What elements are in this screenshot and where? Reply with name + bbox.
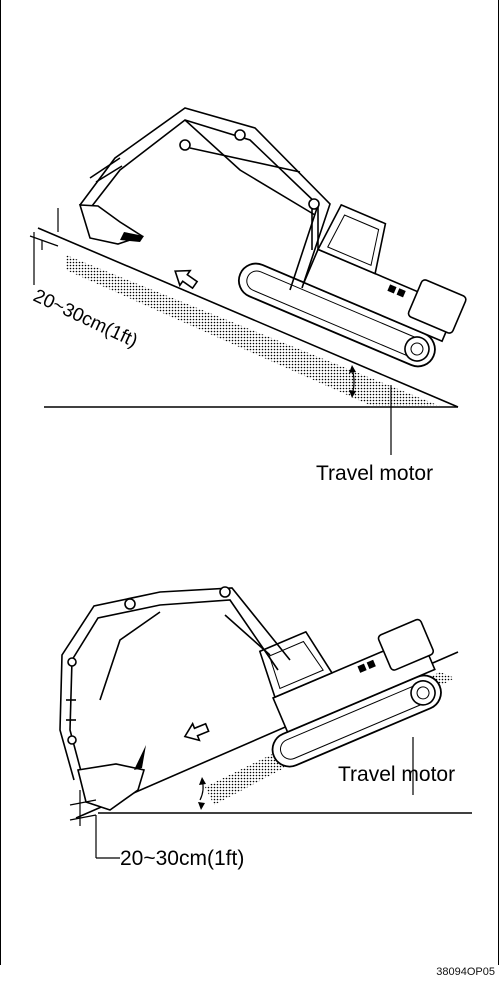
upper-travel-motor-icon — [404, 336, 430, 362]
lower-excavator — [258, 618, 442, 768]
upper-slope-line — [37, 227, 459, 408]
upper-scene: 20~30cm(1ft) Travel motor — [29, 107, 467, 485]
lower-travel-motor-label: Travel motor — [338, 763, 455, 786]
upper-ground-hatch — [66, 255, 440, 406]
upper-boom-arm — [79, 107, 331, 291]
lower-travel-motor-icon — [410, 680, 436, 706]
lower-scene: 20~30cm(1ft) Travel motor — [59, 586, 472, 870]
lower-bucket — [77, 763, 146, 811]
upper-travel-motor-label: Travel motor — [316, 462, 433, 485]
direction-arrow-icon — [174, 269, 199, 290]
lower-dimension-label: 20~30cm(1ft) — [120, 847, 244, 870]
upper-dimension-marker — [29, 208, 59, 285]
lower-dimension-marker — [69, 790, 120, 859]
upper-excavator — [237, 203, 467, 368]
figure-code: 38094OP05 — [436, 966, 495, 978]
direction-arrow-icon — [183, 721, 210, 742]
upper-cab — [316, 203, 387, 275]
figure-frame — [0, 0, 499, 965]
lower-boom-arm — [59, 586, 291, 781]
